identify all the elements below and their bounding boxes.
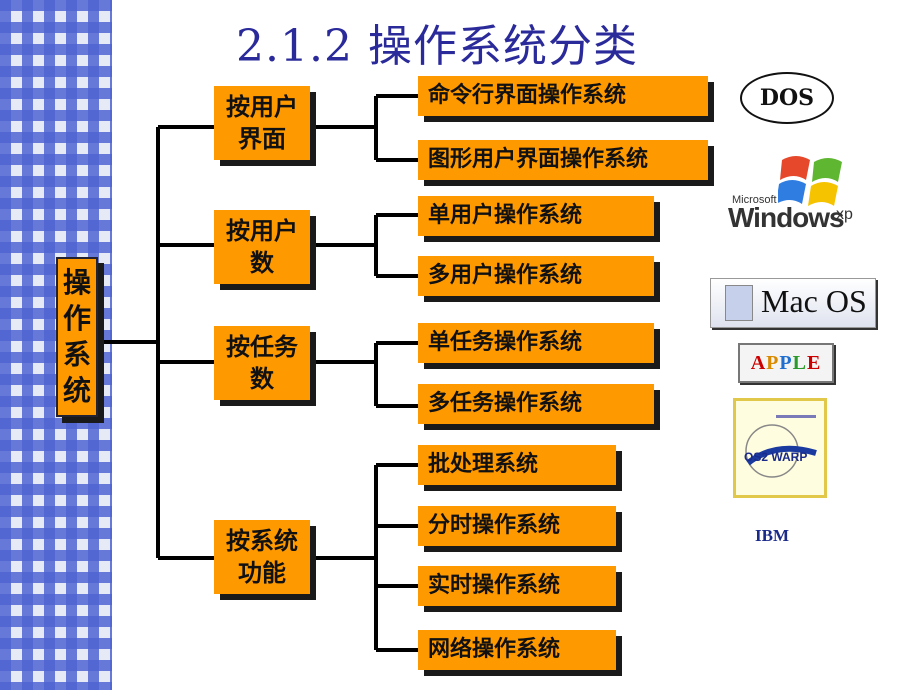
apple-letter: E: [806, 352, 822, 374]
category-tasks: 按任务数: [214, 326, 310, 400]
leaf-real-time-os: 实时操作系统: [418, 566, 616, 606]
dos-logo: DOS: [740, 72, 834, 124]
windows-xp-logo: Microsoft Windows xp: [726, 150, 866, 242]
mac-os-wordmark: Mac OS: [761, 283, 867, 319]
category-label: 按用户数: [226, 217, 298, 277]
apple-letter: P: [779, 352, 793, 374]
root-node: 操作系统: [56, 257, 98, 417]
leaf-gui-os: 图形用户界面操作系统: [418, 140, 708, 180]
os2-warp-graphic: OS2 WARP: [744, 415, 817, 478]
leaf-multi-task-os: 多任务操作系统: [418, 384, 654, 424]
leaf-batch-system: 批处理系统: [418, 445, 616, 485]
category-ui: 按用户界面: [214, 86, 310, 160]
root-label: 操作系统: [62, 266, 91, 407]
leaf-time-sharing-os: 分时操作系统: [418, 506, 616, 546]
leaf-command-line-os: 命令行界面操作系统: [418, 76, 708, 116]
leaf-single-task-os: 单任务操作系统: [418, 323, 654, 363]
ibm-caption: IBM: [755, 526, 789, 545]
apple-letter: L: [792, 352, 807, 374]
windows-microsoft-label: Microsoft: [732, 194, 777, 206]
category-function: 按系统功能: [214, 520, 310, 594]
category-label: 按用户界面: [226, 93, 298, 153]
apple-letter: A: [750, 352, 767, 374]
windows-xp-mark: xp: [836, 206, 853, 223]
os2-warp-logo: OS2 WARP: [733, 398, 827, 498]
mac-face-icon: [725, 285, 753, 321]
leaf-network-os: 网络操作系统: [418, 630, 616, 670]
apple-logo: APPLE: [738, 343, 834, 383]
apple-letter: P: [766, 352, 780, 374]
category-label: 按系统功能: [226, 527, 298, 587]
leaf-single-user-os: 单用户操作系统: [418, 196, 654, 236]
os2-warp-text: OS2 WARP: [744, 450, 807, 464]
leaf-multi-user-os: 多用户操作系统: [418, 256, 654, 296]
windows-wordmark: Windows: [728, 202, 845, 233]
windows-flag-icon: [778, 156, 842, 206]
category-label: 按任务数: [226, 333, 298, 393]
category-users: 按用户数: [214, 210, 310, 284]
page-title: 2.1.2 操作系统分类: [236, 21, 638, 72]
mac-os-logo: Mac OS: [710, 278, 876, 328]
